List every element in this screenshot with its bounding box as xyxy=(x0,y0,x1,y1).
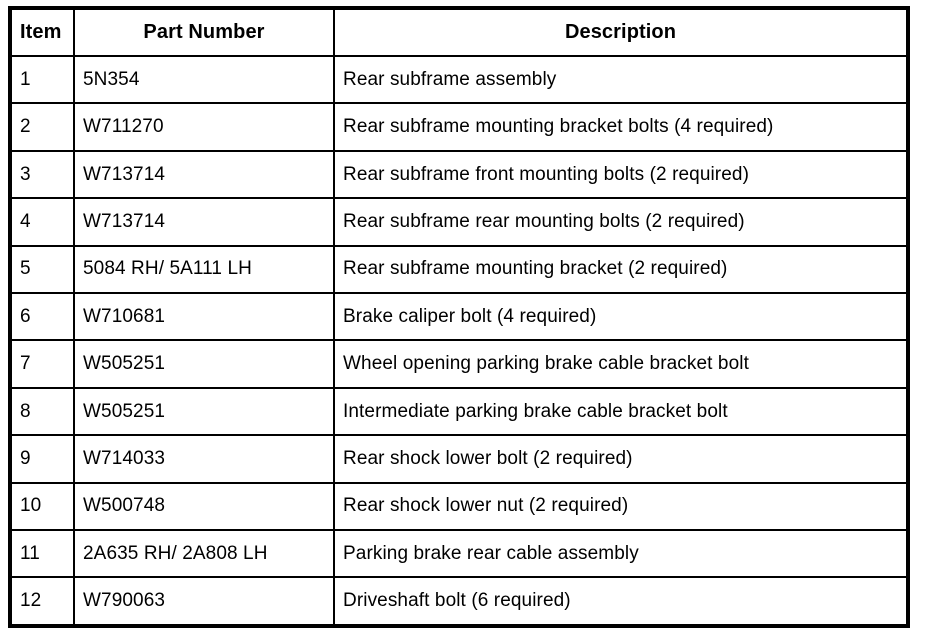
cell-description: Driveshaft bolt (6 required) xyxy=(333,576,906,624)
cell-part-number: W505251 xyxy=(73,386,335,437)
cell-item: 6 xyxy=(12,292,75,342)
cell-part-number: W711270 xyxy=(73,102,335,152)
cell-description: Rear subframe front mounting bolts (2 re… xyxy=(333,149,906,200)
cell-description: Rear shock lower bolt (2 required) xyxy=(333,434,906,484)
cell-part-number: 5N354 xyxy=(73,54,335,105)
cell-item: 8 xyxy=(12,386,75,437)
cell-part-number: W714033 xyxy=(73,434,335,484)
cell-description: Rear subframe mounting bracket (2 requir… xyxy=(333,244,906,295)
cell-part-number: W713714 xyxy=(73,149,335,200)
cell-part-number: W710681 xyxy=(73,292,335,342)
column-header-item: Item xyxy=(12,10,75,57)
cell-item: 3 xyxy=(12,149,75,200)
cell-description: Wheel opening parking brake cable bracke… xyxy=(333,339,906,389)
cell-description: Rear subframe mounting bracket bolts (4 … xyxy=(333,102,906,152)
cell-item: 5 xyxy=(12,244,75,295)
cell-item: 7 xyxy=(12,339,75,389)
cell-part-number: W505251 xyxy=(73,339,335,389)
cell-item: 2 xyxy=(12,102,75,152)
cell-description: Rear subframe rear mounting bolts (2 req… xyxy=(333,197,906,247)
cell-item: 10 xyxy=(12,481,75,532)
cell-description: Intermediate parking brake cable bracket… xyxy=(333,386,906,437)
cell-part-number: W790063 xyxy=(73,576,335,624)
table-header: Item Part Number Description xyxy=(12,10,906,57)
cell-part-number: 5084 RH/ 5A111 LH xyxy=(73,244,335,295)
cell-description: Parking brake rear cable assembly xyxy=(333,529,906,579)
cell-description: Brake caliper bolt (4 required) xyxy=(333,292,906,342)
cell-part-number: W500748 xyxy=(73,481,335,532)
cell-part-number: 2A635 RH/ 2A808 LH xyxy=(73,529,335,579)
cell-part-number: W713714 xyxy=(73,197,335,247)
cell-item: 9 xyxy=(12,434,75,484)
column-header-part-number: Part Number xyxy=(73,10,335,57)
cell-item: 4 xyxy=(12,197,75,247)
cell-description: Rear subframe assembly xyxy=(333,54,906,105)
cell-description: Rear shock lower nut (2 required) xyxy=(333,481,906,532)
table-header-row: Item Part Number Description xyxy=(12,10,906,57)
cell-item: 1 xyxy=(12,54,75,105)
column-header-description: Description xyxy=(333,10,906,57)
cell-item: 11 xyxy=(12,529,75,579)
cell-item: 12 xyxy=(12,576,75,624)
